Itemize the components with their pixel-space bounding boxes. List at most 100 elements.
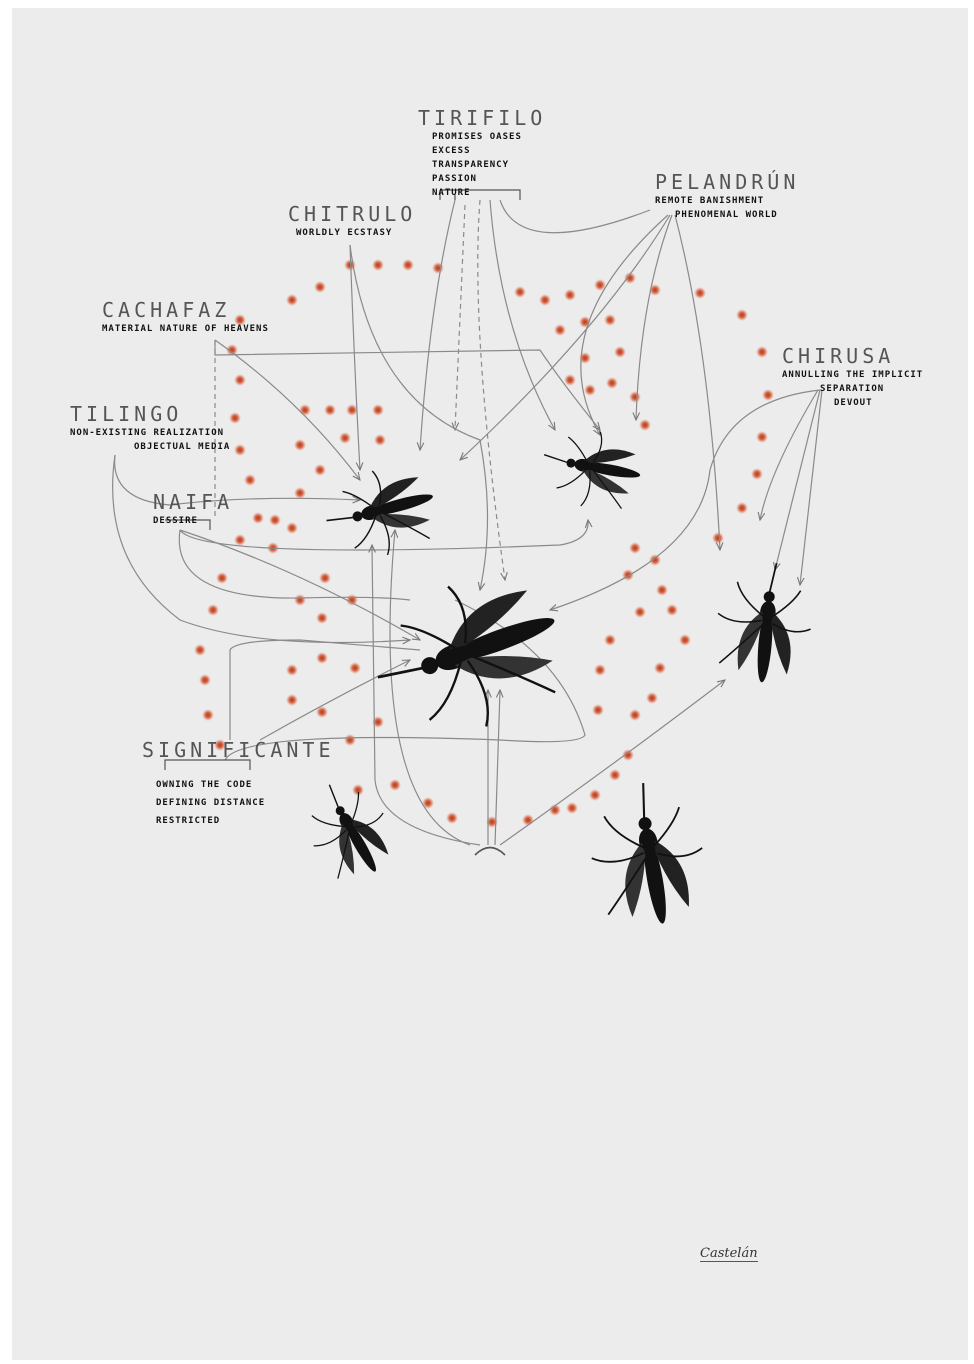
red-dot bbox=[216, 572, 228, 584]
red-dot bbox=[736, 502, 748, 514]
red-dot bbox=[194, 644, 206, 656]
node-pelandrun: PELANDRÚN REMOTE BANISHMENT PHENOMENAL W… bbox=[655, 170, 799, 222]
node-title: CHIRUSA bbox=[782, 344, 923, 368]
red-dot bbox=[207, 604, 219, 616]
red-dot bbox=[202, 709, 214, 721]
node-line: DEVOUT bbox=[834, 396, 923, 410]
red-dot bbox=[316, 612, 328, 624]
node-line: PASSION bbox=[432, 172, 546, 186]
node-title: CHITRULO bbox=[288, 202, 416, 226]
red-dot bbox=[654, 662, 666, 674]
node-line: PHENOMENAL WORLD bbox=[675, 208, 799, 222]
red-dot bbox=[316, 652, 328, 664]
red-dot bbox=[629, 391, 641, 403]
red-dot bbox=[374, 434, 386, 446]
red-dot bbox=[539, 294, 551, 306]
red-dot bbox=[234, 374, 246, 386]
red-dot bbox=[372, 404, 384, 416]
red-dot bbox=[592, 704, 604, 716]
red-dot bbox=[679, 634, 691, 646]
node-title: PELANDRÚN bbox=[655, 170, 799, 194]
node-line: PROMISES OASES bbox=[432, 130, 546, 144]
node-line: NATURE bbox=[432, 186, 546, 200]
red-dot bbox=[286, 522, 298, 534]
red-dot bbox=[234, 444, 246, 456]
red-dot bbox=[584, 384, 596, 396]
red-dot bbox=[762, 389, 774, 401]
node-line: DEFINING DISTANCE bbox=[156, 794, 335, 812]
red-dot bbox=[286, 694, 298, 706]
red-dot bbox=[339, 432, 351, 444]
node-line: WORLDLY ECSTASY bbox=[296, 226, 416, 240]
artist-signature: Castelán bbox=[700, 1246, 758, 1262]
red-dot bbox=[294, 487, 306, 499]
red-dot bbox=[694, 287, 706, 299]
red-dot bbox=[402, 259, 414, 271]
red-dot bbox=[294, 439, 306, 451]
red-dot bbox=[736, 309, 748, 321]
red-dot bbox=[324, 404, 336, 416]
red-dot bbox=[252, 512, 264, 524]
red-dot bbox=[349, 662, 361, 674]
red-dot bbox=[649, 554, 661, 566]
node-line: OBJECTUAL MEDIA bbox=[134, 440, 230, 454]
red-dot bbox=[622, 569, 634, 581]
red-dot bbox=[656, 584, 668, 596]
node-line: MATERIAL NATURE OF HEAVENS bbox=[102, 322, 269, 336]
red-dot bbox=[234, 534, 246, 546]
red-dot bbox=[634, 606, 646, 618]
node-line: RESTRICTED bbox=[156, 812, 335, 830]
node-title: TIRIFILO bbox=[418, 106, 546, 130]
red-dot bbox=[314, 281, 326, 293]
node-cachafaz: CACHAFAZ MATERIAL NATURE OF HEAVENS bbox=[102, 298, 269, 336]
red-dot bbox=[319, 572, 331, 584]
red-dot bbox=[606, 377, 618, 389]
red-dot bbox=[614, 346, 626, 358]
node-line: SEPARATION bbox=[820, 382, 923, 396]
red-dot bbox=[566, 802, 578, 814]
red-dot bbox=[594, 664, 606, 676]
node-tirifilo: TIRIFILO PROMISES OASES EXCESS TRANSPARE… bbox=[418, 106, 546, 200]
red-dot bbox=[314, 464, 326, 476]
node-significante: SIGNIFICANTE OWNING THE CODE DEFINING DI… bbox=[142, 738, 335, 830]
red-dot bbox=[712, 532, 724, 544]
red-dot bbox=[372, 259, 384, 271]
red-dot bbox=[609, 769, 621, 781]
red-dot bbox=[344, 734, 356, 746]
node-line: DESSIRE bbox=[153, 514, 233, 528]
red-dot bbox=[639, 419, 651, 431]
mosquito-icon bbox=[580, 775, 713, 934]
node-title: SIGNIFICANTE bbox=[142, 738, 335, 762]
red-dot bbox=[589, 789, 601, 801]
node-line: OWNING THE CODE bbox=[156, 776, 335, 794]
red-dot bbox=[432, 262, 444, 274]
red-dot bbox=[244, 474, 256, 486]
red-dot bbox=[629, 542, 641, 554]
red-dot bbox=[604, 314, 616, 326]
red-dot bbox=[446, 812, 458, 824]
red-dot bbox=[522, 814, 534, 826]
red-dot bbox=[646, 692, 658, 704]
mosquito-icon bbox=[536, 423, 646, 515]
red-dot bbox=[294, 594, 306, 606]
red-dot bbox=[269, 514, 281, 526]
red-dot bbox=[666, 604, 678, 616]
node-naifa: NAIFA DESSIRE bbox=[153, 490, 233, 528]
red-dot bbox=[229, 412, 241, 424]
red-dot bbox=[564, 374, 576, 386]
node-title: NAIFA bbox=[153, 490, 233, 514]
node-chitrulo: CHITRULO WORLDLY ECSTASY bbox=[288, 202, 416, 240]
red-dot bbox=[514, 286, 526, 298]
node-tilingo: TILINGO NON-EXISTING REALIZATION OBJECTU… bbox=[70, 402, 230, 454]
red-dot bbox=[751, 468, 763, 480]
node-line: NON-EXISTING REALIZATION bbox=[70, 426, 230, 440]
node-title: TILINGO bbox=[70, 402, 230, 426]
red-dot bbox=[286, 294, 298, 306]
red-dot bbox=[564, 289, 576, 301]
red-dot bbox=[604, 634, 616, 646]
red-dot bbox=[199, 674, 211, 686]
red-dot bbox=[299, 404, 311, 416]
red-dot bbox=[756, 431, 768, 443]
node-line: REMOTE BANISHMENT bbox=[655, 194, 799, 208]
